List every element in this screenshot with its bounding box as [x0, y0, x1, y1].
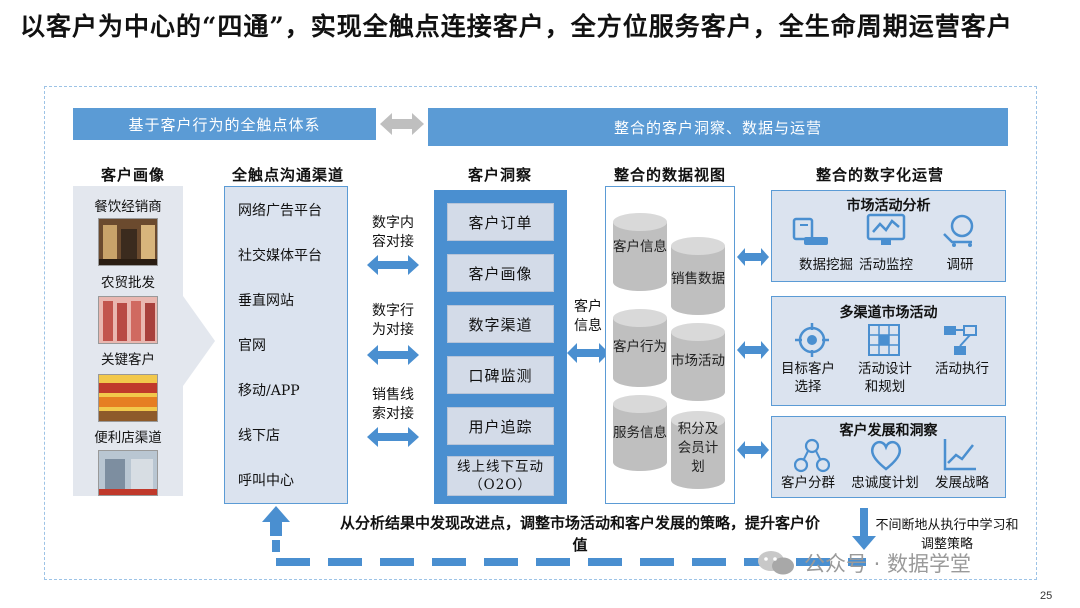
- customer-info-label: 客户信息: [574, 299, 602, 334]
- research-icon: [943, 214, 974, 247]
- portrait-label: 关键客户: [101, 352, 155, 368]
- database-cylinder-icon: [613, 395, 667, 471]
- ops-item-label: 忠诚度计划: [851, 475, 919, 491]
- ops-group-title: 多渠道市场活动: [839, 305, 938, 321]
- target-icon: [795, 323, 829, 357]
- heading-ops: 整合的数字化运营: [815, 166, 944, 184]
- channel-item: 移动/APP: [238, 383, 300, 399]
- ops-item-label: 活动设计和规划: [858, 361, 912, 395]
- cylinder-label: 销售数据: [671, 271, 725, 287]
- ops-item-label: 目标客户选择: [781, 361, 835, 395]
- channels-panel: [224, 186, 348, 504]
- wechat-icon: [758, 551, 794, 575]
- photo-shelves: [98, 374, 158, 422]
- channel-item: 垂直网站: [238, 293, 294, 309]
- cylinder-label: 服务信息: [613, 425, 667, 441]
- double-arrow-icon: [367, 255, 419, 275]
- double-arrow-icon: [737, 341, 769, 359]
- heading-insight: 客户洞察: [467, 166, 532, 184]
- watermark: 公众号 · 数据学堂: [756, 548, 971, 578]
- insight-item: 客户订单: [447, 203, 554, 241]
- database-cylinder-icon: [613, 309, 667, 387]
- photo-convenience-store: [98, 450, 158, 496]
- photo-restaurant: [98, 218, 158, 266]
- double-arrow-icon: [737, 441, 769, 459]
- diagram-frame: [44, 86, 1037, 580]
- footer-text: 从分析结果中发现改进点，调整市场活动和客户发展的策略，提升客户价值: [340, 514, 821, 554]
- ops-item-label: 客户分群: [781, 475, 835, 491]
- channel-item: 线下店: [238, 428, 280, 444]
- database-cylinder-icon: [613, 213, 667, 291]
- insight-item: 口碑监测: [447, 356, 554, 394]
- ops-item-label: 数据挖掘: [799, 257, 853, 273]
- ops-group-development: [771, 416, 1006, 498]
- insight-item: 线上线下互动（O2O）: [447, 456, 554, 496]
- channel-item: 呼叫中心: [238, 473, 294, 489]
- activity-monitor-icon: [866, 213, 906, 245]
- heading-channels: 全触点沟通渠道: [231, 166, 344, 184]
- photo-meat-market: [98, 296, 158, 344]
- ops-group-title: 客户发展和洞察: [839, 423, 938, 439]
- cylinder-label: 市场活动: [671, 353, 725, 369]
- insight-column: [434, 190, 567, 504]
- heading-dataview: 整合的数据视图: [613, 166, 726, 184]
- workflow-icon: [944, 325, 977, 355]
- growth-chart-icon: [943, 439, 976, 471]
- insight-item: 用户追踪: [447, 407, 554, 445]
- portrait-label: 便利店渠道: [94, 430, 162, 446]
- grid-plan-icon: [868, 324, 900, 356]
- insight-item: 数字渠道: [447, 305, 554, 343]
- cylinder-label: 客户行为: [613, 339, 667, 355]
- channel-item: 社交媒体平台: [238, 248, 322, 264]
- top-bar-touchpoints: 基于客户行为的全触点体系: [73, 108, 376, 140]
- top-bar-insight: 整合的客户洞察、数据与运营: [428, 108, 1008, 146]
- double-arrow-icon: [380, 113, 424, 135]
- ops-item-label: 活动执行: [935, 361, 989, 377]
- double-arrow-icon: [367, 427, 419, 447]
- data-mining-icon: [792, 217, 828, 245]
- channel-item: 官网: [238, 338, 266, 354]
- database-cylinder-icon: [671, 411, 725, 489]
- cylinder-label: 客户信息: [613, 239, 667, 255]
- double-arrow-icon: [367, 345, 419, 365]
- insight-item: 客户画像: [447, 254, 554, 292]
- heart-icon: [870, 440, 902, 471]
- ops-group-title: 市场活动分析: [846, 198, 931, 214]
- segmentation-icon: [794, 438, 830, 473]
- database-cylinder-icon: [671, 237, 725, 315]
- right-note: 不间断地从执行中学习和调整策略: [875, 518, 1019, 552]
- connector-label: 销售线索对接: [372, 387, 414, 422]
- watermark-text: 公众号 · 数据学堂: [804, 552, 972, 576]
- database-cylinder-icon: [671, 323, 725, 401]
- right-chevron-icon: [183, 296, 215, 386]
- double-arrow-icon: [737, 248, 769, 266]
- connector-label: 数字内容对接: [372, 215, 414, 250]
- channel-item: 网络广告平台: [238, 203, 322, 219]
- portrait-label: 餐饮经销商: [94, 199, 162, 215]
- page-title: 以客户为中心的“四通”，实现全触点连接客户，全方位服务客户，全生命周期运营客户: [20, 12, 1013, 41]
- page-number: 25: [1040, 590, 1053, 602]
- ops-item-label: 发展战略: [935, 475, 989, 491]
- ops-item-label: 调研: [946, 257, 974, 273]
- portrait-label: 农贸批发: [101, 275, 155, 291]
- heading-portrait: 客户画像: [100, 166, 165, 184]
- cylinder-label: 积分及会员计划: [677, 421, 719, 475]
- double-arrow-icon: [567, 343, 609, 363]
- ops-item-label: 活动监控: [859, 257, 913, 273]
- connector-label: 数字行为对接: [372, 303, 414, 338]
